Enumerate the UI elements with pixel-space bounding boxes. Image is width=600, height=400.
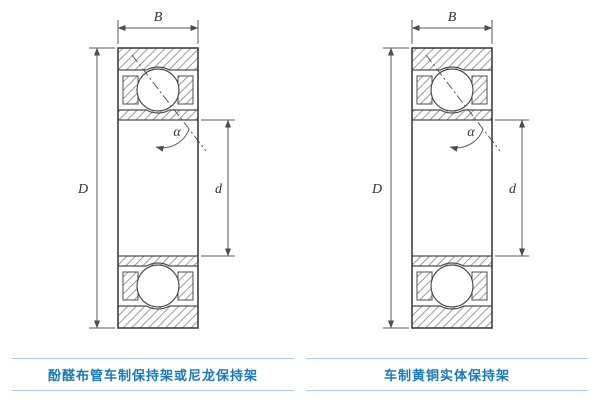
outer-ring-top-section [412,48,492,70]
label-width: B [448,10,457,25]
bearing-diagram-right: α B D d [371,10,529,329]
angle-arc-arrow [449,128,484,152]
inner-race-top [412,109,492,114]
dimension-width-B: B [117,10,199,44]
cage-section [177,75,194,105]
inner-ring-top-section [118,110,198,120]
cage-section [471,271,488,301]
outer-race-bottom [118,305,198,310]
ring-sections [412,48,492,328]
inner-ring-bottom-section [412,256,492,266]
dimension-width-B: B [411,10,493,44]
ball-top [136,68,180,112]
outer-race-top [412,66,492,71]
cage-section [122,271,139,301]
inner-ring-top-section [412,110,492,120]
dimension-outer-diameter-D: D [77,47,115,329]
contact-angle-annotation: α [425,54,501,152]
angle-arc-arrow [155,128,190,152]
ball-top [430,68,474,112]
bearing-diagram-left: α B D d [77,10,235,329]
dimension-bore-diameter-d: d [495,119,529,257]
contact-angle-line [425,54,501,152]
outer-ring-top-section [118,48,198,70]
outer-ring-bottom-section [412,306,492,328]
inner-race-bottom [118,262,198,267]
cage-section [122,75,139,105]
outer-race-bottom [412,305,492,310]
inner-ring-bottom-section [118,256,198,266]
label-bore-diameter: d [509,182,517,197]
cage-section [416,75,433,105]
cage-section [416,271,433,301]
outer-race-top [118,66,198,71]
figure-right: α B D d 车制黄铜实体保持架 [306,8,588,391]
label-contact-angle: α [173,125,181,140]
figure-caption-left: 酚醛布管车制保持架或尼龙保持架 [12,358,294,391]
ball-bottom [136,264,180,308]
figure-caption-right: 车制黄铜实体保持架 [306,358,588,391]
cage-sections [416,75,488,301]
label-outer-diameter: D [371,182,382,197]
dimension-outer-diameter-D: D [371,47,409,329]
contact-angle-line [131,54,207,152]
ring-sections [118,48,198,328]
cage-section [471,75,488,105]
outer-ring-bottom-section [118,306,198,328]
dimension-bore-diameter-d: d [201,119,235,257]
bearing-outline [117,47,199,329]
contact-angle-annotation: α [131,54,207,152]
cage-section [177,271,194,301]
ball-bottom [430,264,474,308]
inner-race-top [118,109,198,114]
label-outer-diameter: D [77,182,88,197]
cage-sections [122,75,194,301]
figure-left: α B D d 酚醛布管车制保持架或尼龙保持架 [12,8,294,391]
label-contact-angle: α [467,125,475,140]
inner-race-bottom [412,262,492,267]
bearing-outline [411,47,493,329]
label-bore-diameter: d [215,182,223,197]
label-width: B [154,10,163,25]
